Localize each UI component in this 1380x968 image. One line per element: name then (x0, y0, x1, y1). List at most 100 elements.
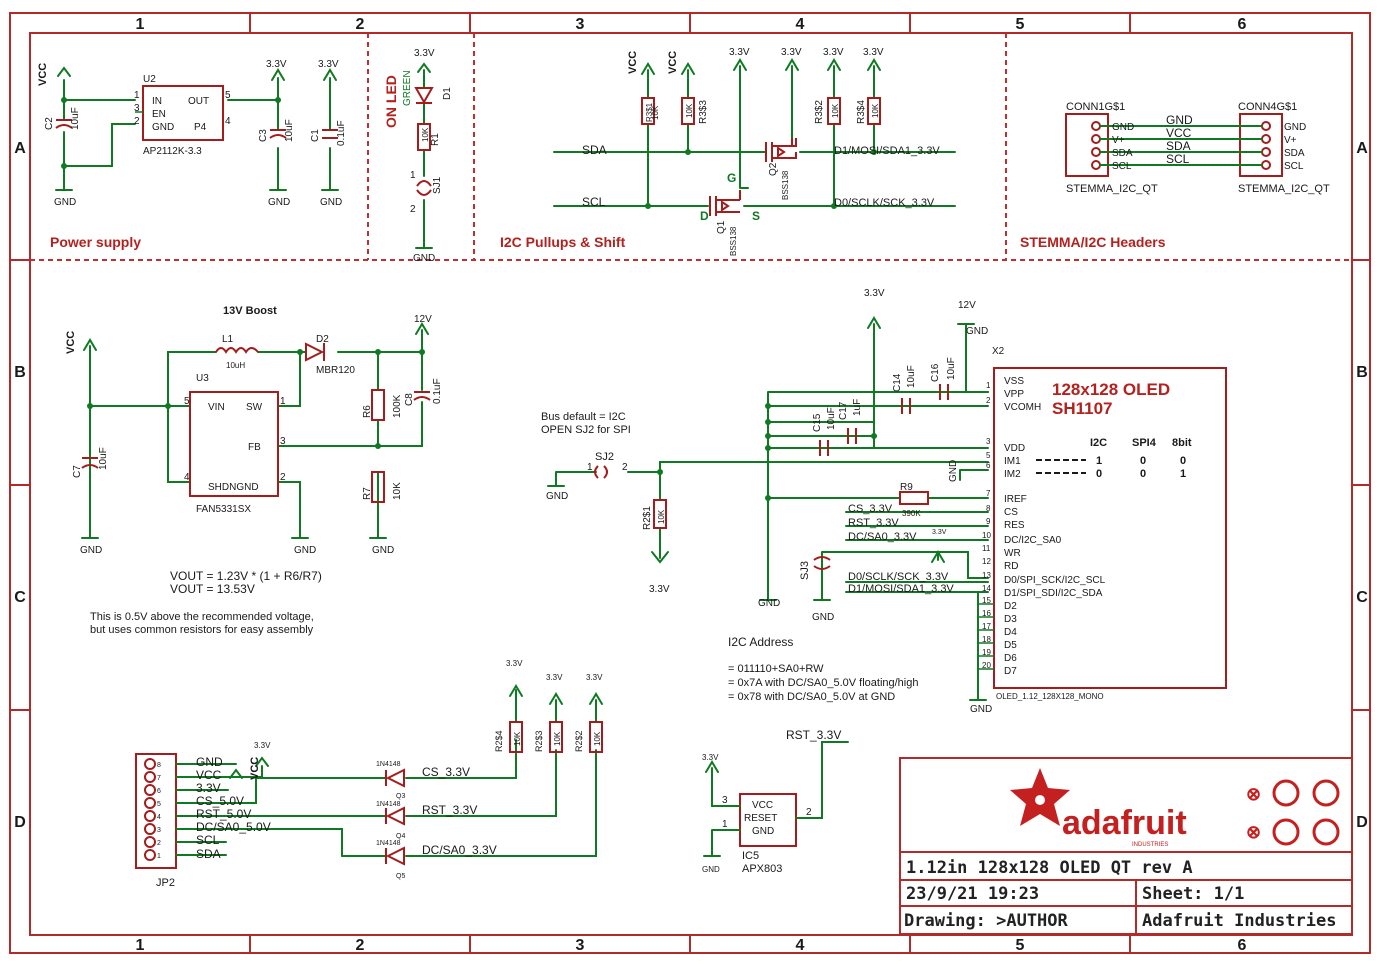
v33-label: 3.3V (649, 584, 670, 595)
r2s1-ref: R2$1 (642, 506, 653, 530)
pin-num: 18 (982, 635, 991, 644)
r7-ref: R7 (362, 487, 373, 500)
boost-block (81, 322, 431, 539)
v33-label: 3.3V (318, 59, 339, 70)
d0-net: D0/SCLK/SCK_3.3V (834, 197, 935, 209)
row-label-d-right: D (1356, 814, 1368, 831)
u2-pin-en: EN (152, 109, 166, 120)
conn4-pin: GND (1284, 122, 1306, 133)
oled-pin: RD (1004, 561, 1018, 572)
pin-num: 4 (184, 472, 190, 483)
gnd-label: GND (812, 612, 834, 623)
row-label-c-right: C (1356, 589, 1368, 606)
c15-value: 10uF (826, 407, 837, 430)
oled-pin: D5 (1004, 640, 1017, 651)
col-label-1: 1 (136, 16, 145, 33)
gnd-label: GND (758, 598, 780, 609)
conn1-pin: SDA (1112, 148, 1133, 159)
c7-value: 10uF (98, 447, 109, 470)
row-label-b-right: B (1356, 364, 1368, 381)
gnd-label: GND (702, 865, 720, 874)
sj3-ref: SJ3 (799, 561, 811, 580)
pin-num: 8 (157, 762, 161, 769)
brand-sub: INDUSTRIES (1132, 842, 1168, 848)
c8-ref: C8 (404, 393, 415, 406)
pin-num: 19 (982, 648, 991, 657)
svg-text:⊗: ⊗ (1246, 784, 1261, 804)
v33-label: 3.3V (266, 59, 287, 70)
v33-label: 3.3V (586, 673, 603, 682)
jp2-net: RST_5.0V (196, 807, 251, 821)
u2-pin-num: 1 (134, 90, 140, 101)
v33-label: 3.3V (506, 659, 523, 668)
section-title-i2c: I2C Pullups & Shift (500, 234, 626, 250)
u2-pin-num: 2 (134, 116, 140, 127)
pin-num: 17 (982, 622, 991, 631)
c16-value: 10uF (946, 357, 957, 380)
sj1-ref: SJ1 (432, 176, 443, 194)
addr-line: = 011110+SA0+RW (728, 663, 824, 675)
d1-ref: D1 (442, 87, 453, 100)
stemma-net: SCL (1166, 152, 1190, 166)
pin-num: 2 (806, 807, 812, 818)
conn4-pin: SDA (1284, 148, 1305, 159)
q1-part: BSS138 (729, 226, 738, 256)
scl-net: SCL (582, 195, 606, 209)
c1-value: 0.1uF (336, 120, 347, 146)
r1-value: 10K (421, 127, 430, 142)
gnd-label: GND (54, 197, 76, 208)
u2-pin-gnd: GND (152, 122, 174, 133)
boost-title: 13V Boost (223, 305, 277, 317)
pin-num: 16 (982, 609, 991, 618)
ic5-ref: IC5 (742, 850, 759, 862)
pin-num: 1 (157, 853, 161, 860)
gnd-label: GND (546, 491, 568, 502)
boost-equation: VOUT = 1.23V * (1 + R6/R7) (170, 569, 322, 583)
d2-part: MBR120 (316, 365, 355, 376)
dc-net: DC/SA0_3.3V (848, 531, 917, 543)
resistor-value: 10K (513, 731, 522, 746)
stemma-block (1065, 113, 1283, 177)
boost-result: VOUT = 13.53V (170, 582, 255, 596)
col-label-4-bottom: 4 (796, 937, 805, 954)
v33-label: 3.3V (702, 753, 719, 762)
mode-cell: 1 (1180, 468, 1186, 480)
oled-pin: D1/SPI_SDI/I2C_SDA (1004, 588, 1103, 599)
vcc-label: VCC (37, 63, 49, 86)
row-label-a-right: A (1356, 140, 1368, 157)
svg-text:⊗: ⊗ (1246, 822, 1261, 842)
col-label-6-bottom: 6 (1238, 937, 1247, 954)
c2-ref: C2 (44, 117, 55, 130)
rst-net: RST_3.3V (848, 517, 899, 529)
q4-ref: Q4 (396, 833, 405, 840)
c14-value: 10uF (906, 365, 917, 388)
r2s3-ref: R2$3 (534, 730, 544, 752)
sda-net: SDA (582, 143, 607, 157)
q3-ref: Q3 (396, 793, 405, 800)
conn1-part: STEMMA_I2C_QT (1066, 183, 1158, 195)
oled-pin: D4 (1004, 627, 1017, 638)
pin-num: 2 (280, 472, 286, 483)
v33-label: 3.3V (823, 47, 844, 58)
u3-ref: U3 (196, 373, 209, 384)
cs-net: CS_3.3V (422, 765, 470, 779)
c16-ref: C16 (930, 363, 941, 382)
c7-ref: C7 (72, 465, 83, 478)
cs-net: CS_3.3V (848, 503, 893, 515)
vcc-label: VCC (249, 757, 261, 780)
jp2-net: SDA (196, 847, 221, 861)
power-supply-block (55, 66, 339, 191)
q2-part: BSS138 (781, 170, 790, 200)
jp2-net: GND (196, 755, 223, 769)
r3s1-ref: R3$1 (645, 102, 654, 122)
row-label-d: D (14, 814, 26, 831)
conn1-ref: CONN1G$1 (1066, 101, 1125, 113)
reset-block (703, 741, 849, 857)
bus-default-note: Bus default = I2C (541, 411, 626, 423)
gnd-label: GND (966, 326, 988, 337)
pin-num: 5 (986, 451, 991, 460)
pin-num: 3 (280, 436, 286, 447)
mode-cell: 1 (1096, 455, 1102, 467)
r9-ref: R9 (900, 482, 913, 493)
